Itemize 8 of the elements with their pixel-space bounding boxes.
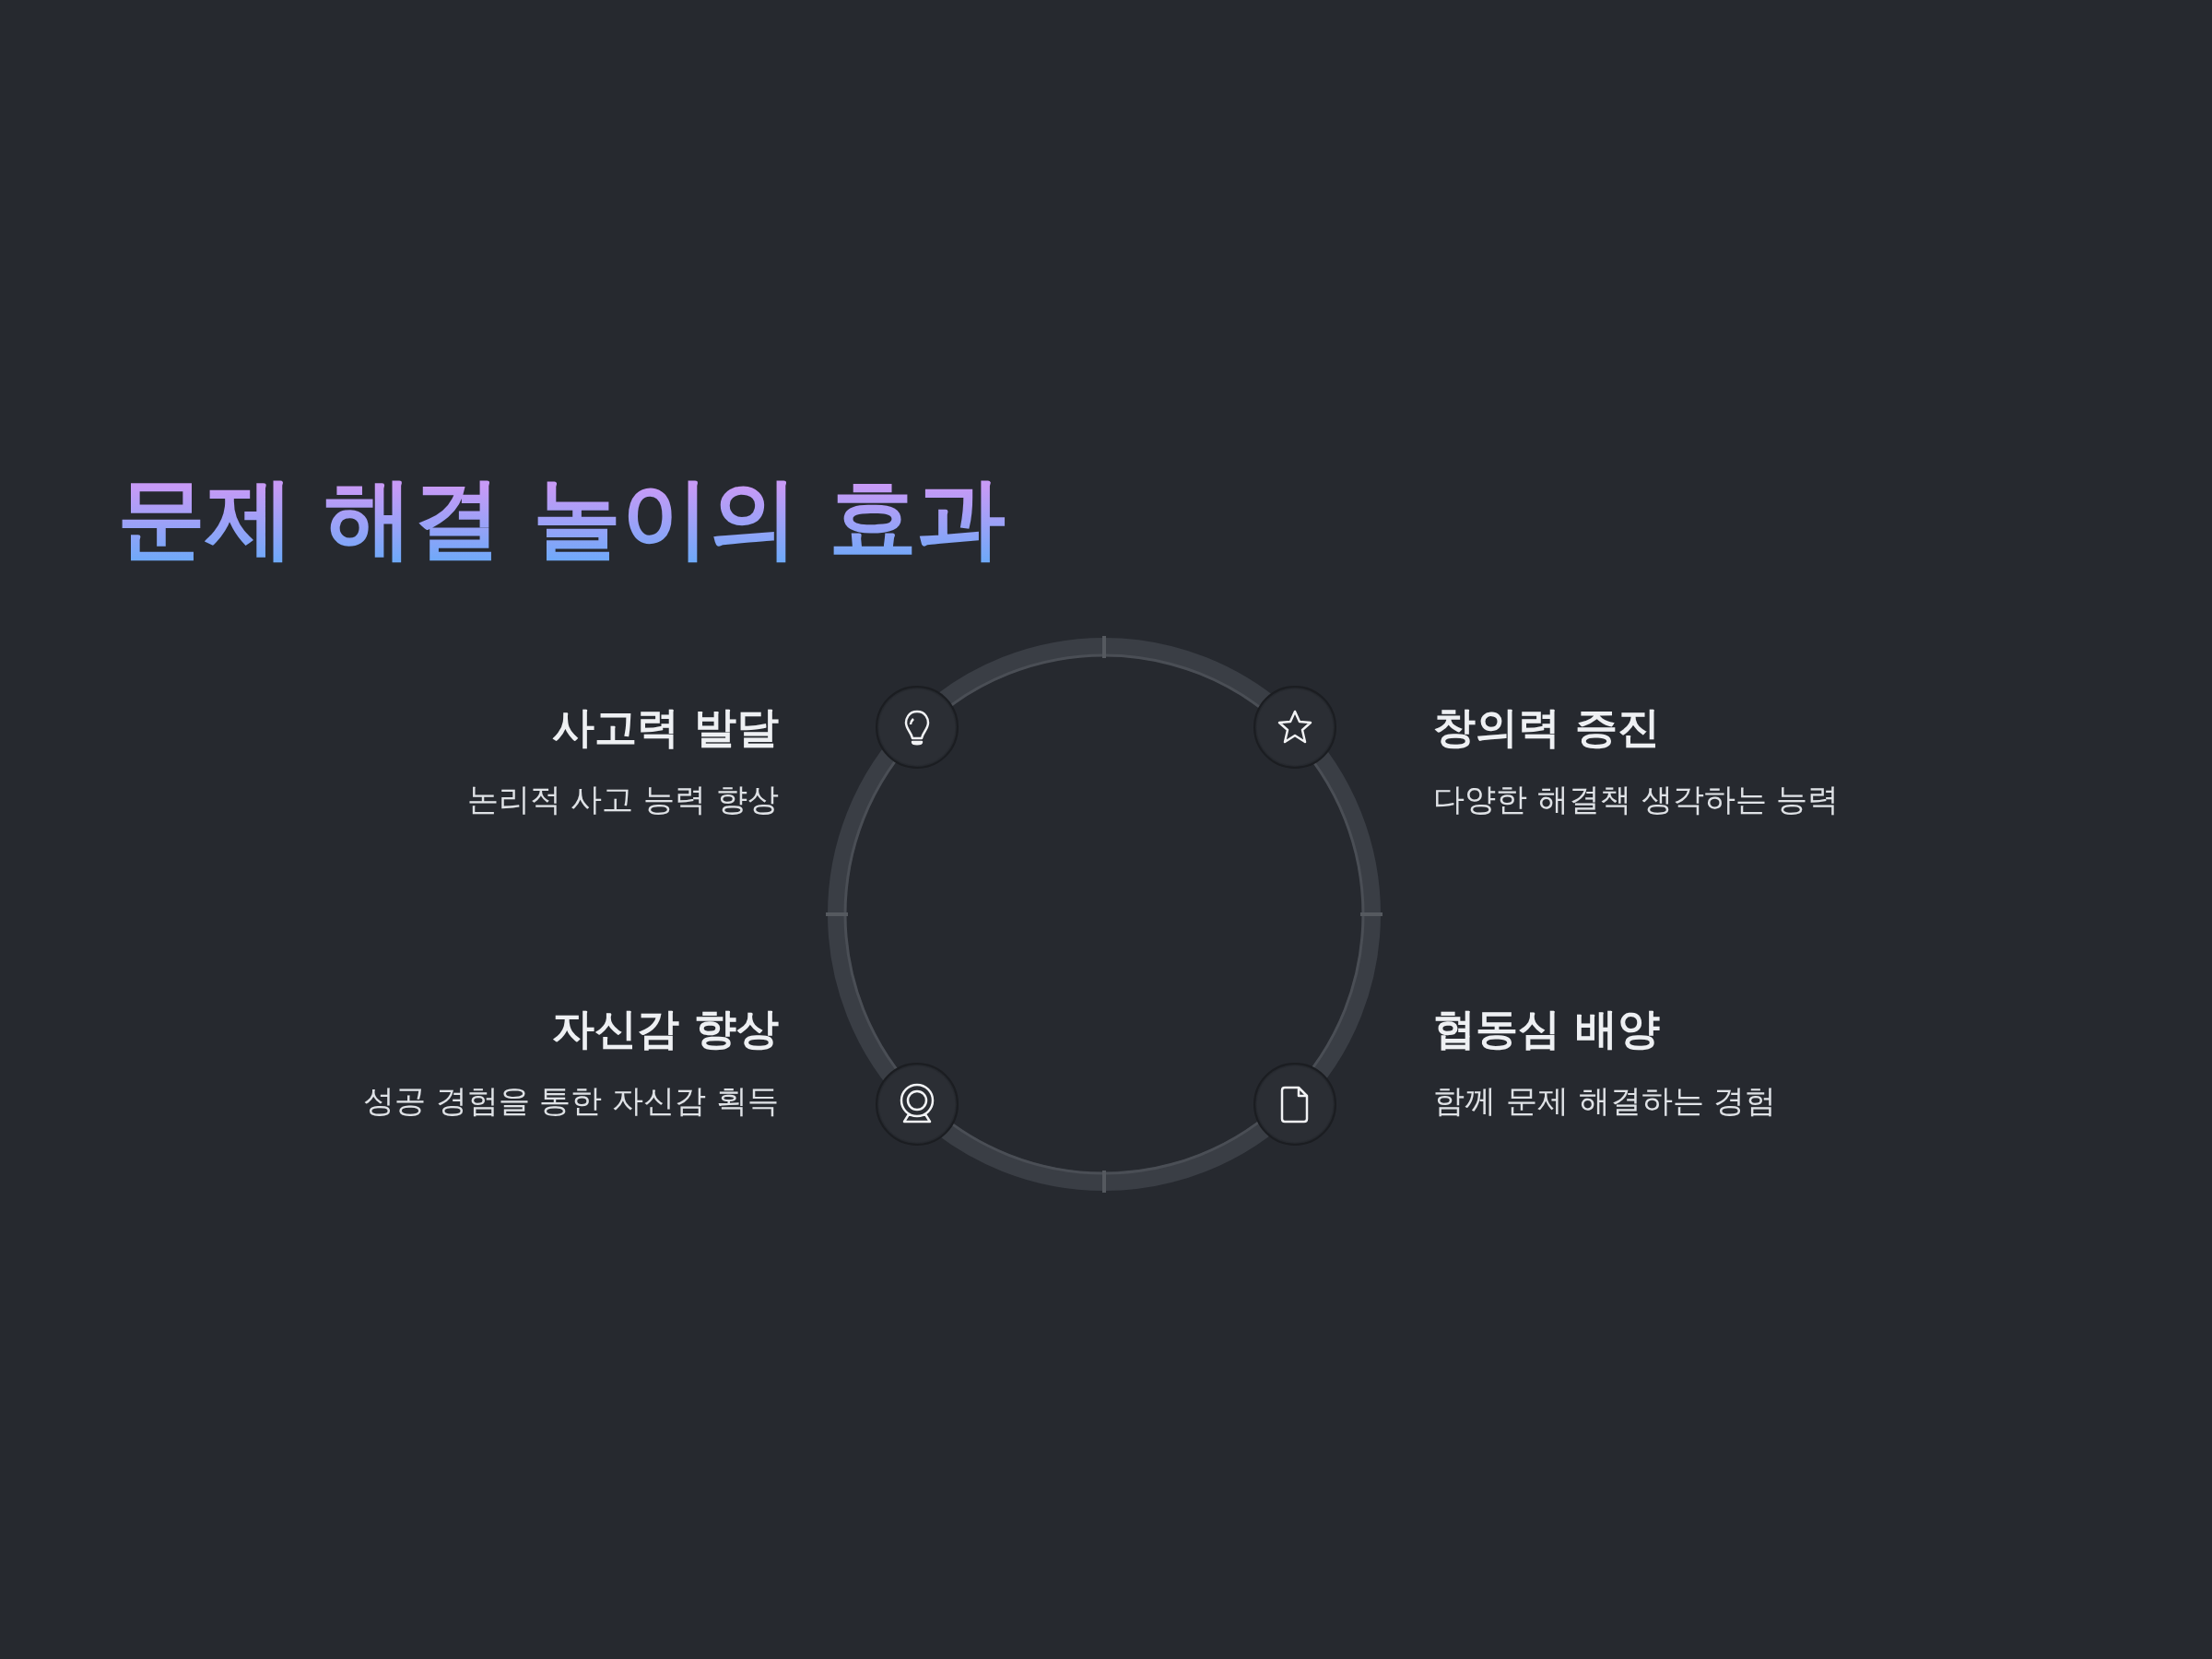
item-description: 다양한 해결책 생각하는 능력 [1433,781,1840,818]
item-heading: 사고력 발달 [552,702,779,754]
item-description: 함께 문제 해결하는 경험 [1433,1082,1777,1120]
item-heading: 협동심 배양 [1433,1004,1660,1055]
item-heading: 자신감 향상 [552,1004,779,1055]
item-description: 논리적 사고 능력 향상 [466,781,779,818]
item-heading: 창의력 증진 [1433,702,1660,754]
item-description: 성공 경험을 통한 자신감 획득 [362,1082,779,1120]
